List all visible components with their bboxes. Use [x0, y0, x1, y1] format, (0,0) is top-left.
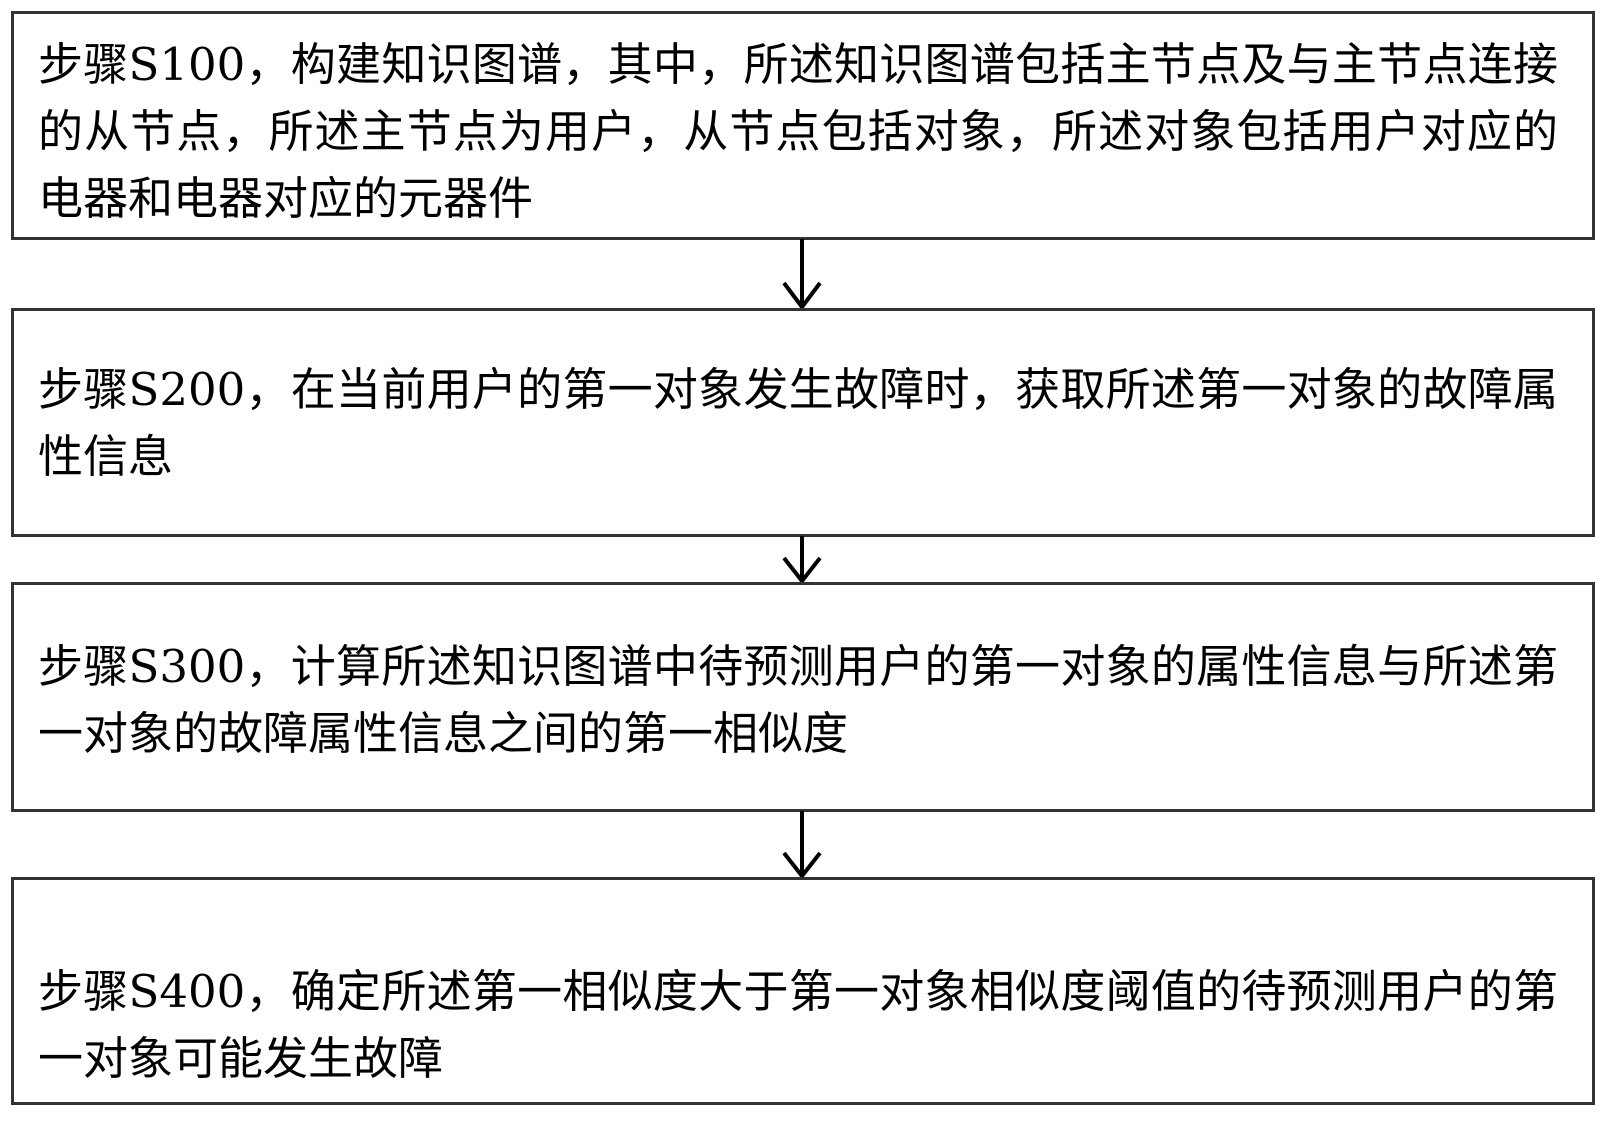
arrow-down-icon-s200-to-s300: [782, 536, 822, 585]
flow-step-text-s200: 步骤S200，在当前用户的第一对象发生故障时，获取所述第一对象的故障属性信息: [38, 363, 1558, 483]
flow-step-text-s100: 步骤S100，构建知识图谱，其中，所述知识图谱包括主节点及与主节点连接的从节点，…: [38, 38, 1558, 225]
flow-step-text-s400: 步骤S400，确定所述第一相似度大于第一对象相似度阈值的待预测用户的第一对象可能…: [38, 965, 1558, 1085]
arrow-down-icon-s300-to-s400: [782, 811, 822, 880]
flow-step-box-s400: 步骤S400，确定所述第一相似度大于第一对象相似度阈值的待预测用户的第一对象可能…: [11, 877, 1595, 1105]
flow-step-box-s100: 步骤S100，构建知识图谱，其中，所述知识图谱包括主节点及与主节点连接的从节点，…: [11, 11, 1595, 240]
flow-step-box-s300: 步骤S300，计算所述知识图谱中待预测用户的第一对象的属性信息与所述第一对象的故…: [11, 582, 1595, 812]
flow-step-text-s300: 步骤S300，计算所述知识图谱中待预测用户的第一对象的属性信息与所述第一对象的故…: [38, 640, 1558, 760]
arrow-down-icon-s100-to-s200: [782, 239, 822, 311]
flow-step-box-s200: 步骤S200，在当前用户的第一对象发生故障时，获取所述第一对象的故障属性信息: [11, 308, 1595, 537]
